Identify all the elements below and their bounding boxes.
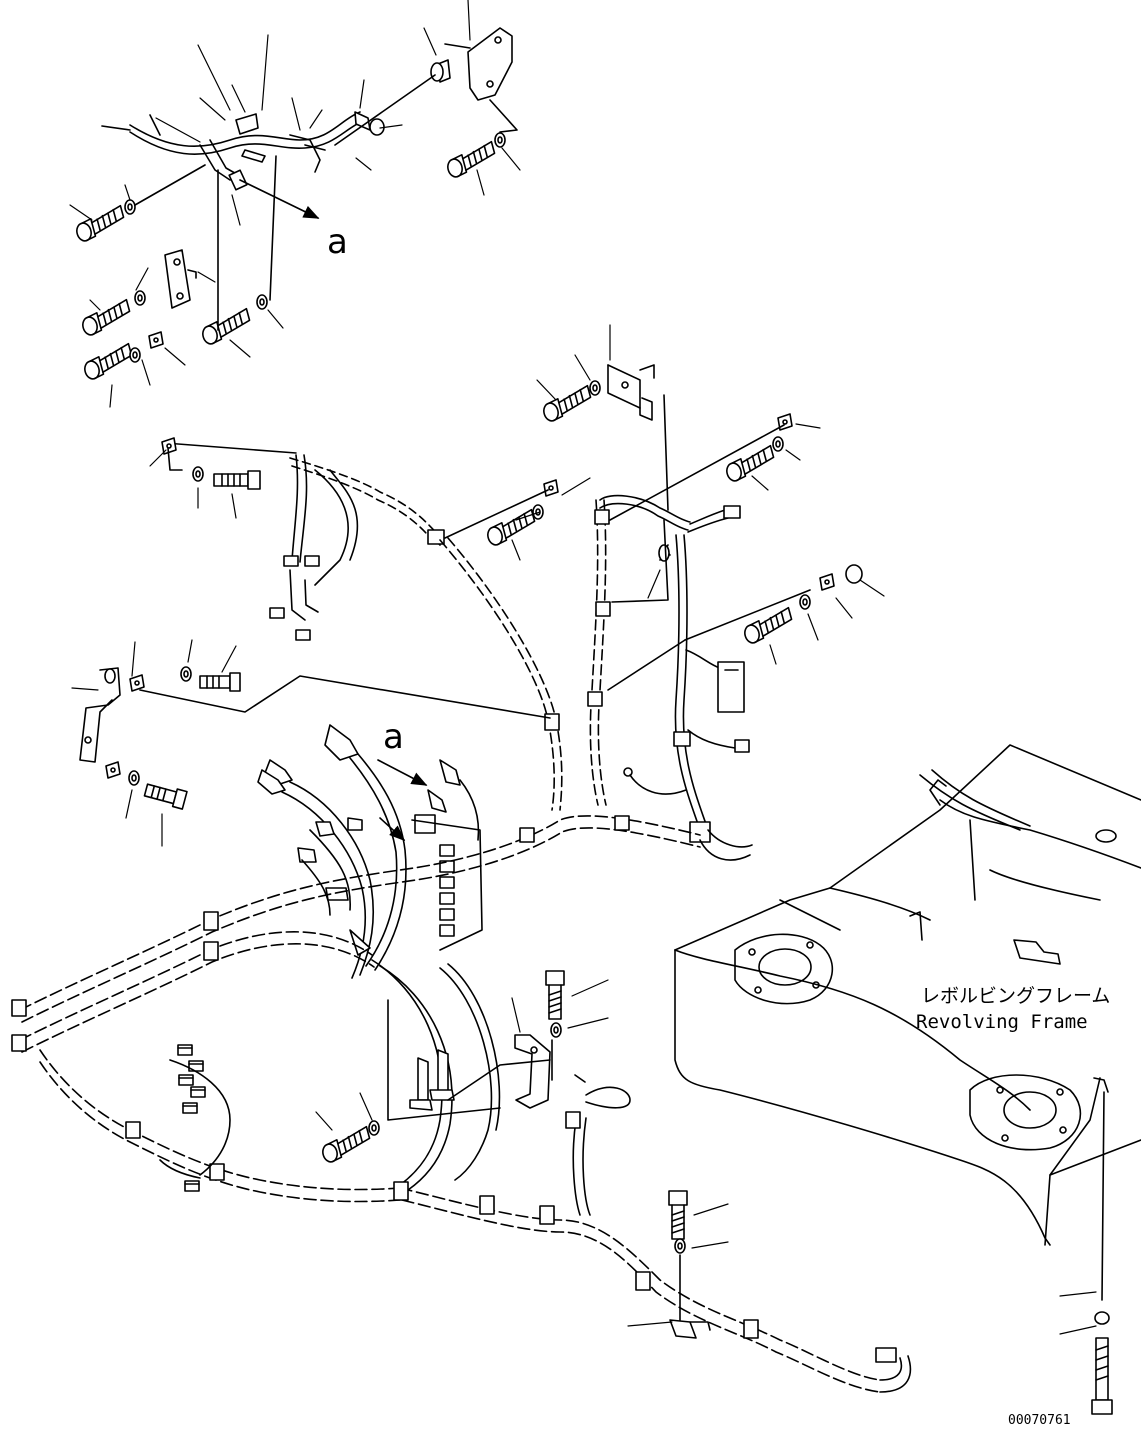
- drawing-number: 00070761: [1008, 1413, 1071, 1428]
- upper-harness: [161, 437, 562, 810]
- revolving-frame: [675, 745, 1141, 1245]
- main-lower-harness: [12, 816, 910, 1392]
- upper-right-bracket: [539, 365, 668, 602]
- vertical-harness: [588, 496, 752, 860]
- callout-a-top: a: [327, 222, 348, 262]
- revolving-frame-label-english: Revolving Frame: [916, 1011, 1088, 1033]
- bottom-right-bolt: [1092, 1078, 1112, 1414]
- top-left-fasteners: [72, 156, 276, 382]
- lower-brackets: [318, 970, 710, 1338]
- revolving-frame-label-japanese: レボルビングフレーム: [921, 985, 1110, 1007]
- callout-a-middle: a: [383, 717, 404, 757]
- leader-lines-top: [70, 0, 520, 407]
- right-fasteners: [445, 413, 862, 690]
- left-middle-bracket: [80, 666, 550, 809]
- leader-lines: [72, 325, 1096, 1334]
- central-connector-cluster: [258, 725, 482, 978]
- top-left-bracket-assembly: [102, 112, 384, 218]
- top-right-plate: [335, 28, 517, 180]
